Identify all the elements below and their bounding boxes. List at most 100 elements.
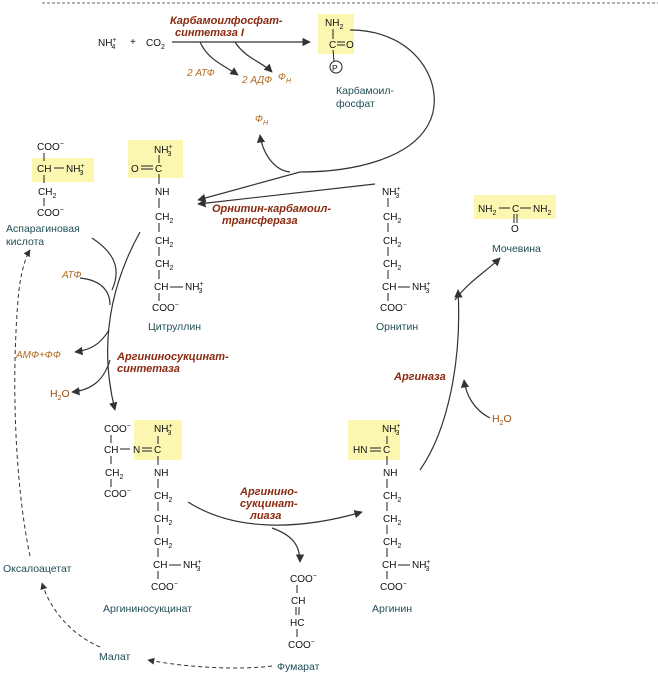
svg-text:CH2: CH2 bbox=[154, 514, 172, 527]
arginine-to-ornithine-arrow bbox=[419, 289, 463, 471]
svg-text:COO−: COO− bbox=[104, 423, 131, 435]
svg-text:CH: CH bbox=[382, 560, 396, 571]
cofactor-pi-otc: ФН bbox=[255, 114, 269, 127]
water-ass: H2O bbox=[50, 388, 70, 402]
svg-text:NH: NH bbox=[154, 468, 168, 479]
svg-text:NH+3: NH+3 bbox=[382, 186, 401, 200]
svg-text:CH2: CH2 bbox=[383, 259, 401, 272]
enzyme-ass-line2: синтетаза bbox=[117, 363, 180, 375]
label-oxaloacetate: Оксалоацетат bbox=[3, 563, 72, 575]
svg-text:NH: NH bbox=[155, 187, 169, 198]
water-arginase: H2O bbox=[492, 413, 512, 427]
label-fumarate: Фумарат bbox=[277, 661, 320, 673]
svg-text:NH+3: NH+3 bbox=[382, 423, 401, 437]
svg-text:NH2: NH2 bbox=[478, 204, 496, 217]
enzyme-cps1-line2: синтетаза I bbox=[175, 27, 245, 39]
svg-text:HC: HC bbox=[290, 618, 304, 629]
svg-text:NH: NH bbox=[383, 468, 397, 479]
label-argininosuccinate: Аргининосукцинат bbox=[103, 603, 192, 615]
svg-text:COO−: COO− bbox=[288, 639, 315, 651]
ornithine-structure: NH+3 CH2 CH2 CH2 CH NH+3 COO− bbox=[380, 186, 431, 314]
svg-text:CH: CH bbox=[37, 164, 51, 175]
cofactor-2adp: 2 АДФ bbox=[241, 75, 272, 86]
svg-text:P: P bbox=[332, 63, 338, 73]
svg-text:C: C bbox=[155, 164, 162, 175]
svg-text:CH2: CH2 bbox=[383, 491, 401, 504]
enzyme-cps1-line1: Карбамоилфосфат- bbox=[170, 15, 283, 27]
enzyme-asl-line1: Аргинино- bbox=[239, 486, 298, 498]
svg-text:CO2: CO2 bbox=[146, 38, 165, 51]
svg-text:CH: CH bbox=[153, 560, 167, 571]
svg-text:NH+3: NH+3 bbox=[412, 559, 431, 573]
water-to-arginase-arrow bbox=[460, 379, 491, 419]
svg-text:CH2: CH2 bbox=[383, 236, 401, 249]
cofactor-atp: АТФ bbox=[61, 270, 81, 281]
carbamoyl-phosphate-structure: NH2 C O P bbox=[325, 18, 354, 74]
svg-text:CH: CH bbox=[382, 282, 396, 293]
label-citrulline: Цитруллин bbox=[148, 321, 201, 333]
svg-text:COO−: COO− bbox=[37, 141, 64, 153]
svg-text:NH+3: NH+3 bbox=[185, 281, 204, 295]
fumarate-release-arrow bbox=[271, 527, 305, 563]
svg-text:COO−: COO− bbox=[104, 488, 131, 500]
aspartate-in-arrow bbox=[91, 237, 117, 291]
enzyme-arginase: Аргиназа bbox=[393, 371, 446, 383]
svg-text:+: + bbox=[130, 37, 136, 48]
pi-release-arrow bbox=[256, 134, 291, 173]
svg-text:O: O bbox=[131, 164, 139, 175]
label-carbamoyl-phosphate-2: фосфат bbox=[336, 98, 375, 110]
label-arginine: Аргинин bbox=[372, 603, 412, 615]
arginase-to-urea-arrow bbox=[454, 257, 501, 301]
svg-text:COO−: COO− bbox=[152, 302, 179, 314]
water-out-arrow bbox=[71, 359, 111, 396]
label-carbamoyl-phosphate-1: Карбамоил- bbox=[336, 85, 394, 97]
svg-text:NH+3: NH+3 bbox=[183, 559, 202, 573]
svg-text:CH2: CH2 bbox=[105, 468, 123, 481]
fumarate-to-malate-arrow bbox=[147, 657, 273, 669]
argininosuccinate-structure: COO− CH N C NH+3 CH2 COO− NH CH2 CH2 CH2… bbox=[104, 423, 202, 593]
carbamoyl-to-otc-arrow bbox=[197, 29, 435, 203]
adp-side-arrow bbox=[199, 41, 239, 76]
svg-text:CH2: CH2 bbox=[154, 537, 172, 550]
ornithine-to-citrulline-arrow bbox=[197, 183, 376, 208]
enzyme-ass-line1: Аргининосукцинат- bbox=[116, 351, 229, 363]
svg-text:CH2: CH2 bbox=[154, 491, 172, 504]
svg-text:CH2: CH2 bbox=[383, 212, 401, 225]
highlight-citrulline bbox=[128, 140, 183, 178]
highlight-aspartate bbox=[32, 158, 94, 182]
svg-text:COO−: COO− bbox=[380, 302, 407, 314]
label-aspartate-1: Аспарагиновая bbox=[6, 223, 80, 235]
svg-text:NH2: NH2 bbox=[533, 204, 551, 217]
svg-text:CH2: CH2 bbox=[383, 514, 401, 527]
highlight-carbamoyl bbox=[318, 14, 354, 54]
atp-in-arrow bbox=[79, 277, 111, 306]
citrulline-to-argininosuccinate-arrow bbox=[107, 231, 141, 411]
svg-text:NH+3: NH+3 bbox=[154, 144, 173, 158]
malate-to-oxaloacetate-arrow bbox=[40, 582, 101, 648]
cofactor-2atp: 2 АТФ bbox=[186, 68, 215, 79]
svg-text:C: C bbox=[512, 204, 519, 215]
svg-text:O: O bbox=[346, 40, 354, 51]
cofactor-pi-top: ФН bbox=[278, 72, 292, 85]
svg-text:CH2: CH2 bbox=[155, 236, 173, 249]
svg-text:C: C bbox=[329, 40, 336, 51]
highlight-urea bbox=[474, 195, 556, 219]
enzyme-asl-line3: лиаза bbox=[249, 510, 281, 522]
svg-text:HN: HN bbox=[353, 445, 367, 456]
aspartate-structure: COO− CH NH+3 CH2 COO− bbox=[37, 141, 85, 219]
svg-text:NH2: NH2 bbox=[325, 18, 343, 31]
urea-structure: NH2 C NH2 O bbox=[478, 204, 551, 235]
svg-text:COO−: COO− bbox=[290, 573, 317, 585]
svg-text:NH+3: NH+3 bbox=[154, 423, 173, 437]
svg-text:NH+3: NH+3 bbox=[412, 281, 431, 295]
svg-text:COO−: COO− bbox=[37, 207, 64, 219]
cofactor-amp-ppi: АМФ+ФФ bbox=[15, 350, 61, 361]
svg-text:CH: CH bbox=[104, 445, 118, 456]
svg-text:C: C bbox=[383, 445, 390, 456]
svg-text:CH: CH bbox=[154, 282, 168, 293]
highlight-arginine bbox=[348, 420, 400, 460]
argininosuccinate-to-arginine-arrow bbox=[187, 501, 363, 526]
svg-text:O: O bbox=[511, 224, 519, 235]
svg-text:CH2: CH2 bbox=[155, 212, 173, 225]
